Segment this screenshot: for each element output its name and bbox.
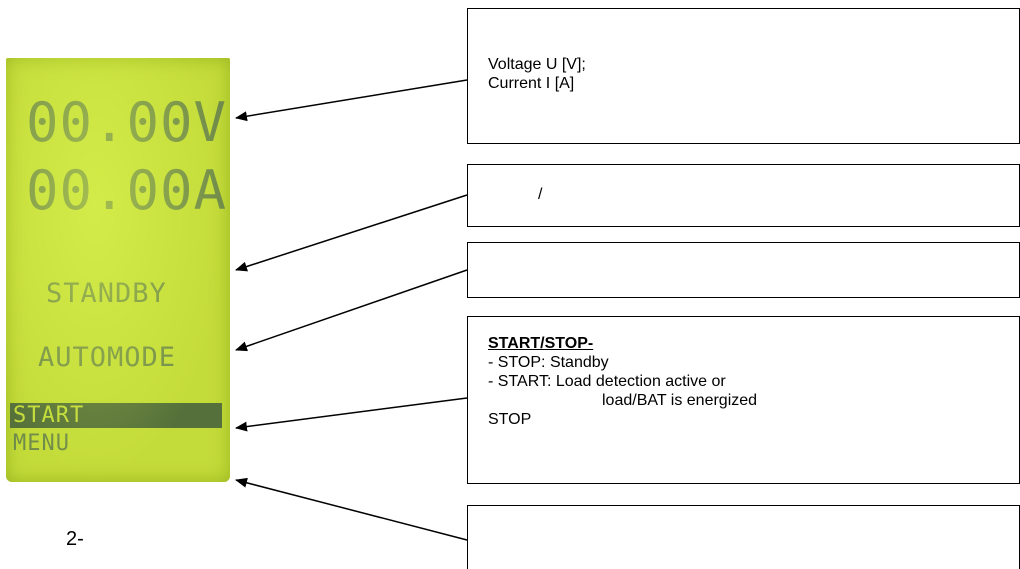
callout-line: Voltage U [V]; — [488, 56, 586, 73]
arrow-status — [235, 194, 468, 272]
callout-start-stop: START/STOP- - STOP: Standby - START: Loa… — [467, 316, 1020, 484]
callout-line: Current I [A] — [488, 75, 575, 92]
arrow-start-stop — [235, 397, 468, 432]
callout-status: / — [467, 164, 1020, 227]
callout-line: - START: Load detection active or — [488, 373, 726, 390]
status-readout: STANDBY — [46, 278, 167, 309]
callout-line: / — [538, 186, 543, 203]
voltage-readout: 00.00V — [26, 91, 228, 154]
menu-item-start: START — [13, 403, 85, 428]
lcd-display: 00.00V 00.00A STANDBY AUTOMODE START MEN… — [6, 58, 230, 482]
figure-label: 2- — [66, 528, 84, 550]
menu-selection-bar — [10, 403, 222, 428]
current-readout: 00.00A — [26, 159, 228, 222]
callout-line: - STOP: Standby — [488, 354, 609, 371]
callout-menu — [467, 505, 1020, 569]
callout-line: STOP — [488, 411, 532, 428]
callout-title: START/STOP- — [488, 335, 594, 352]
callout-line: load/BAT is energized — [602, 392, 758, 409]
arrow-voltage-current — [235, 79, 468, 122]
arrow-menu — [235, 477, 468, 541]
callout-voltage-current: Voltage U [V]; Current I [A] — [467, 8, 1020, 144]
mode-readout: AUTOMODE — [38, 342, 177, 373]
callout-mode — [467, 242, 1020, 298]
menu-item-menu: MENU — [13, 431, 70, 456]
arrow-mode — [235, 269, 468, 352]
